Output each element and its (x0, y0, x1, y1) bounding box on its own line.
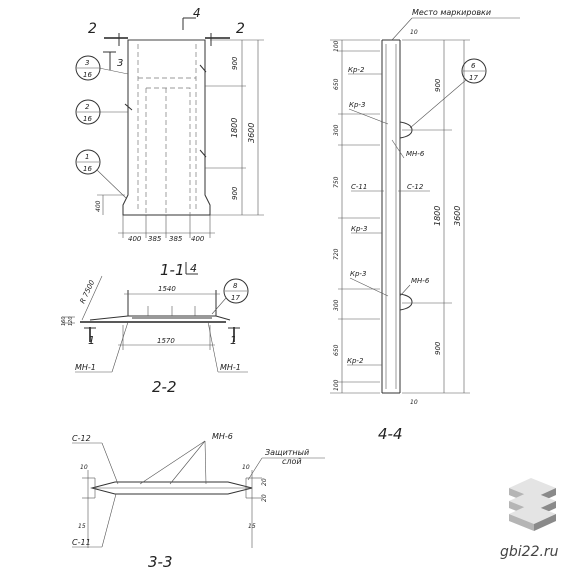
dim-left-750: 750 (333, 176, 340, 188)
label-protective-layer-1: Защитный (265, 448, 309, 457)
dim-10-right-v3: 10 (242, 464, 250, 471)
dim-10-left-v3: 10 (80, 464, 88, 471)
label-kp2-bottom: Кр-2 (347, 357, 364, 365)
cut-label-2-right: 2 (236, 21, 245, 37)
svg-text:17: 17 (231, 294, 240, 302)
dim-400-left-vertical: 400 (95, 200, 102, 212)
svg-text:6: 6 (471, 62, 476, 70)
callout-3-16: 3 16 (75, 55, 129, 81)
dim-radius: R 7500 (79, 278, 97, 304)
view-3-3: С-12 С-11 МН-6 Защитный слой 10 10 15 15… (72, 432, 325, 571)
dim-900-bottom: 900 (231, 186, 239, 200)
cut-label-3: 3 (117, 58, 123, 69)
dim-20-b-v3: 20 (261, 494, 268, 502)
section-title-3-3: 3-3 (148, 553, 173, 571)
label-c11: С-11 (351, 183, 367, 191)
label-mn6-v3: МН-6 (212, 432, 233, 441)
label-kp3-c: Кр-3 (350, 270, 366, 278)
dim-3600: 3600 (247, 123, 256, 143)
dim-1540: 1540 (158, 285, 176, 293)
dim-right-3600: 3600 (453, 206, 462, 226)
svg-text:2: 2 (85, 103, 90, 111)
svg-text:3: 3 (85, 59, 89, 67)
cut-label-4-top: 4 (193, 6, 201, 20)
label-c11-v3: С-11 (72, 538, 91, 547)
label-mn6-a: МН-6 (406, 150, 425, 158)
dim-w-385-b: 385 (169, 235, 183, 243)
dim-left-300-top: 300 (333, 124, 340, 136)
watermark-site: gbi22.ru (500, 544, 559, 560)
dim-15-left-v3: 15 (78, 523, 86, 530)
svg-text:16: 16 (83, 71, 92, 79)
section-title-2-2: 2-2 (152, 378, 177, 396)
view-4-4: Место маркировки 10 100 650 300 750 720 … (330, 8, 520, 443)
label-c12-v3: С-12 (72, 434, 91, 443)
dim-160: 160 (61, 316, 67, 326)
dim-left-650-bottom: 650 (333, 344, 340, 356)
dim-w-385-a: 385 (148, 235, 162, 243)
dim-1570: 1570 (157, 337, 175, 345)
svg-text:17: 17 (469, 74, 478, 82)
dim-left-100-bottom: 100 (333, 379, 340, 391)
stacked-slabs-icon (509, 478, 556, 531)
dim-1800: 1800 (230, 118, 239, 138)
svg-text:8: 8 (233, 282, 238, 290)
section-title-4-4: 4-4 (378, 425, 403, 443)
dim-left-300-bottom: 300 (333, 299, 340, 311)
dim-left-650-top: 650 (333, 78, 340, 90)
cut-label-1-left: 1 (88, 334, 95, 347)
dim-20-a-v3: 20 (261, 478, 268, 486)
svg-text:16: 16 (83, 165, 92, 173)
dim-right-900-bottom: 900 (434, 341, 442, 355)
dim-15-right-v3: 15 (248, 523, 256, 530)
dim-10-bottom: 10 (410, 399, 418, 406)
cut-label-2-left: 2 (88, 21, 97, 37)
dim-right-900-top: 900 (434, 78, 442, 92)
label-kp3-b: Кр-3 (351, 225, 367, 233)
svg-text:1: 1 (85, 153, 89, 161)
dim-w-400-left: 400 (128, 235, 142, 243)
label-mn1-right: МН-1 (220, 363, 241, 372)
dim-10-top: 10 (410, 29, 418, 36)
dim-900-top: 900 (231, 56, 239, 70)
label-kp3-a: Кр-3 (349, 101, 365, 109)
label-mn1-left: МН-1 (75, 363, 96, 372)
label-c12: С-12 (407, 183, 424, 191)
cut-label-1-right: 1 (230, 334, 237, 347)
dim-120: 120 (68, 316, 74, 326)
view-1-1: 2 2 4 3 900 1800 900 3600 (75, 6, 264, 279)
label-protective-layer-2: слой (282, 457, 302, 466)
section-title-1-1: 1-1 (160, 261, 185, 279)
dim-left-100-top: 100 (333, 40, 340, 52)
dim-right-1800: 1800 (433, 206, 442, 226)
callout-8-17: 8 17 (211, 278, 249, 315)
svg-text:16: 16 (83, 115, 92, 123)
view-2-2: 1540 R 7500 160 120 1570 1 1 МН-1 МН-1 (61, 275, 249, 396)
dim-w-400-right: 400 (191, 235, 205, 243)
label-kp2-top: Кр-2 (348, 66, 365, 74)
dim-left-720: 720 (333, 248, 340, 260)
label-marking-place: Место маркировки (412, 8, 491, 17)
callout-2-16: 2 16 (75, 99, 128, 125)
cut-label-4-bottom: 4 (190, 262, 197, 275)
callout-6-17: 6 17 (409, 58, 487, 129)
label-mn6-b: МН-6 (411, 277, 430, 285)
callout-1-16: 1 16 (75, 149, 127, 199)
